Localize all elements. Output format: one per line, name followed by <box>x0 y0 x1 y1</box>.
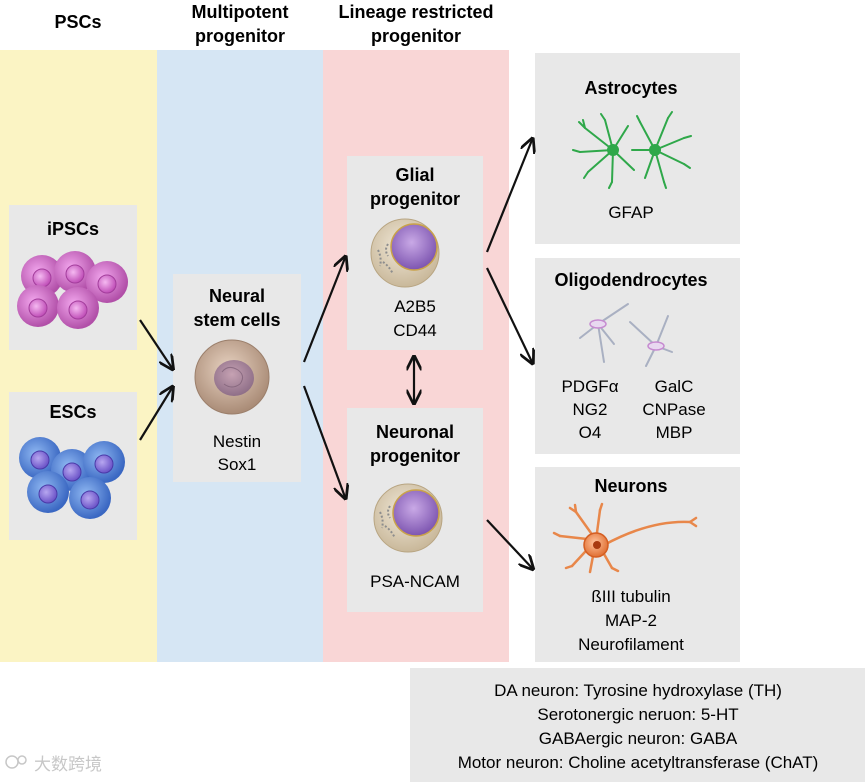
oligo-marker-right-1: GalC <box>655 377 694 396</box>
astrocytes-marker-1: GFAP <box>608 203 653 222</box>
glial-progenitor-cell-illustration <box>370 218 440 288</box>
neurons-box: Neurons ßIII tubulin MAP-2 Neurofilament <box>535 467 740 662</box>
ipscs-box: iPSCs <box>9 205 137 350</box>
oligodendrocyte-illustration <box>579 303 673 367</box>
arrow-nsc-to-glial <box>302 258 345 363</box>
oligo-marker-left-2: NG2 <box>573 400 608 419</box>
oligo-marker-right-3: MBP <box>656 423 693 442</box>
arrow-glial-to-astrocytes <box>485 140 532 253</box>
neuron-illustration <box>552 502 698 574</box>
neurons-marker-3: Neurofilament <box>578 635 684 654</box>
arrow-ipscs-to-nsc <box>139 319 172 368</box>
astrocytes-title: Astrocytes <box>584 78 677 98</box>
neuron-subtypes-box: DA neuron: Tyrosine hydroxylase (TH) Ser… <box>410 668 865 782</box>
arrows <box>139 140 532 568</box>
glial-marker-2: CD44 <box>393 321 436 340</box>
watermark-text: 大数跨境 <box>34 755 102 774</box>
glial-marker-1: A2B5 <box>394 297 436 316</box>
escs-title: ESCs <box>49 402 96 422</box>
subtype-serotonergic: Serotonergic neruon: 5-HT <box>537 705 738 724</box>
neuronal-title-1: Neuronal <box>376 422 454 442</box>
neural-stem-title-2: stem cells <box>193 310 280 330</box>
arrow-nsc-to-neuronal <box>302 385 345 497</box>
glial-title-1: Glial <box>395 165 434 185</box>
oligo-marker-right-2: CNPase <box>642 400 705 419</box>
column-header-lineage-1: Lineage restricted <box>338 2 493 22</box>
escs-box: ESCs <box>9 392 137 540</box>
column-header-pscs: PSCs <box>54 12 101 32</box>
astrocyte-illustration <box>572 111 692 189</box>
watermark: 大数跨境 <box>5 755 102 774</box>
glial-progenitor-box: Glial progenitor A2B5 CD44 <box>347 156 483 350</box>
neural-stem-marker-1: Nestin <box>213 432 261 451</box>
column-header-multipotent-2: progenitor <box>195 26 285 46</box>
subtype-da: DA neuron: Tyrosine hydroxylase (TH) <box>494 681 782 700</box>
watermark-logo-icon <box>5 755 19 769</box>
neural-stem-title-1: Neural <box>209 286 265 306</box>
neuronal-progenitor-box: Neuronal progenitor PSA-NCAM <box>347 408 483 612</box>
neurons-marker-2: MAP-2 <box>605 611 657 630</box>
neurons-title: Neurons <box>594 476 667 496</box>
column-header-lineage-2: progenitor <box>371 26 461 46</box>
neural-stem-cell-illustration <box>194 339 270 415</box>
column-header-multipotent-1: Multipotent <box>192 2 289 22</box>
oligodendrocytes-title: Oligodendrocytes <box>554 270 707 290</box>
ipscs-title: iPSCs <box>47 219 99 239</box>
ipsc-cluster-illustration <box>17 251 128 329</box>
arrow-neuronal-to-neurons <box>486 519 532 568</box>
subtype-motor: Motor neuron: Choline acetyltransferase … <box>458 753 819 772</box>
arrow-glial-to-oligodendrocytes <box>486 267 532 362</box>
oligodendrocytes-box: Oligodendrocytes PDGFα NG2 O4 GalC CNPas… <box>535 258 740 454</box>
oligo-marker-left-3: O4 <box>579 423 602 442</box>
neuronal-title-2: progenitor <box>370 446 460 466</box>
esc-cluster-illustration <box>19 437 125 519</box>
arrow-escs-to-nsc <box>139 388 172 441</box>
oligo-marker-left-1: PDGFα <box>561 377 618 396</box>
neural-stem-box: Neural stem cells Nestin Sox1 <box>173 274 301 482</box>
neural-stem-marker-2: Sox1 <box>218 455 257 474</box>
psc-band <box>0 50 157 662</box>
neuronal-progenitor-cell-illustration <box>373 483 443 553</box>
neuronal-marker-1: PSA-NCAM <box>370 572 460 591</box>
astrocytes-box: Astrocytes GFAP <box>535 53 740 244</box>
glial-title-2: progenitor <box>370 189 460 209</box>
neurons-marker-1: ßIII tubulin <box>591 587 670 606</box>
subtype-gabaergic: GABAergic neuron: GABA <box>539 729 738 748</box>
